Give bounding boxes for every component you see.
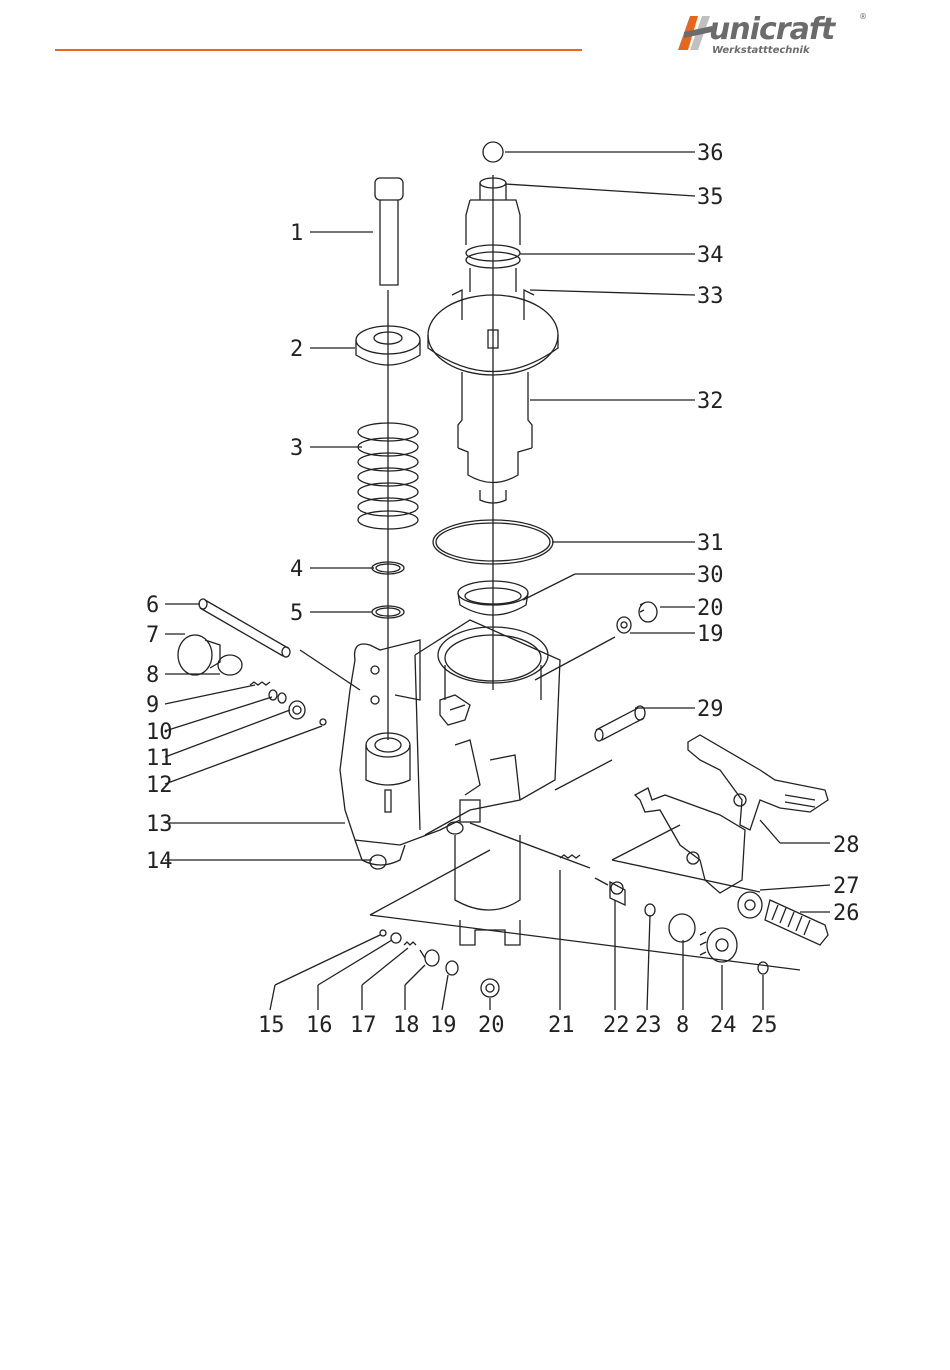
- callout-20-bottom: 20: [478, 1013, 505, 1038]
- part-1-plunger: [375, 178, 403, 285]
- part-20-plug: [481, 979, 499, 997]
- callout-19-upper: 19: [697, 622, 724, 647]
- callout-labels: 36 35 34 33 32 31 30 20 19 29 28 27 26 1…: [146, 141, 860, 1038]
- part-18-screw: [420, 950, 439, 966]
- callout-18: 18: [393, 1013, 420, 1038]
- part-17-spring: [404, 942, 416, 945]
- callout-16: 16: [306, 1013, 333, 1038]
- callout-24: 24: [710, 1013, 737, 1038]
- callout-31: 31: [697, 531, 724, 556]
- part-27-bracket: [635, 788, 762, 918]
- callout-35: 35: [697, 185, 724, 210]
- callout-34: 34: [697, 243, 724, 268]
- callout-19-bottom: 19: [430, 1013, 457, 1038]
- callout-3: 3: [290, 436, 303, 461]
- part-13-pump-body: [340, 620, 560, 945]
- part-19-upper-washer: [617, 617, 631, 633]
- callout-13: 13: [146, 812, 173, 837]
- callout-33: 33: [697, 284, 724, 309]
- callout-9: 9: [146, 693, 159, 718]
- callout-5: 5: [290, 601, 303, 626]
- callout-20-upper: 20: [697, 596, 724, 621]
- part-14-o-ring: [370, 855, 386, 869]
- callout-29: 29: [697, 697, 724, 722]
- callout-7: 7: [146, 623, 159, 648]
- part-12-ball: [320, 719, 326, 725]
- callout-21: 21: [548, 1013, 575, 1038]
- part-8-seal-disc: [669, 914, 695, 942]
- part-16-valve: [391, 933, 401, 943]
- part-8-o-ring: [218, 655, 242, 675]
- part-36-ball: [483, 142, 503, 162]
- callout-27: 27: [833, 874, 860, 899]
- callout-12: 12: [146, 773, 173, 798]
- part-29-pin: [595, 706, 645, 741]
- callout-4: 4: [290, 557, 303, 582]
- part-6-pin: [199, 599, 290, 657]
- callout-32: 32: [697, 389, 724, 414]
- callout-1: 1: [290, 221, 303, 246]
- callout-8-left: 8: [146, 663, 159, 688]
- callout-25: 25: [751, 1013, 778, 1038]
- part-7-plug: [178, 635, 220, 675]
- part-26-bolt: [765, 900, 828, 945]
- part-9-spring: [250, 682, 270, 685]
- part-19-washer: [446, 961, 458, 975]
- part-25-o-ring: [758, 962, 768, 974]
- callout-26: 26: [833, 901, 860, 926]
- callout-15: 15: [258, 1013, 285, 1038]
- callout-8-bottom: 8: [676, 1013, 689, 1038]
- callout-14: 14: [146, 849, 173, 874]
- part-20-upper-plug: [639, 602, 657, 622]
- part-23-o-ring: [645, 904, 655, 916]
- callout-36: 36: [697, 141, 724, 166]
- callout-6: 6: [146, 593, 159, 618]
- callout-28: 28: [833, 833, 860, 858]
- callout-30: 30: [697, 563, 724, 588]
- part-24-cap: [700, 928, 737, 962]
- callout-17: 17: [350, 1013, 377, 1038]
- callout-22: 22: [603, 1013, 630, 1038]
- callout-2: 2: [290, 337, 303, 362]
- part-15-ball: [380, 930, 386, 936]
- part-11-nut: [289, 701, 305, 719]
- callout-11: 11: [146, 746, 173, 771]
- part-22-valve-rod: [595, 878, 625, 905]
- callout-23: 23: [635, 1013, 662, 1038]
- callout-10: 10: [146, 720, 173, 745]
- part-28-pedal: [688, 735, 828, 830]
